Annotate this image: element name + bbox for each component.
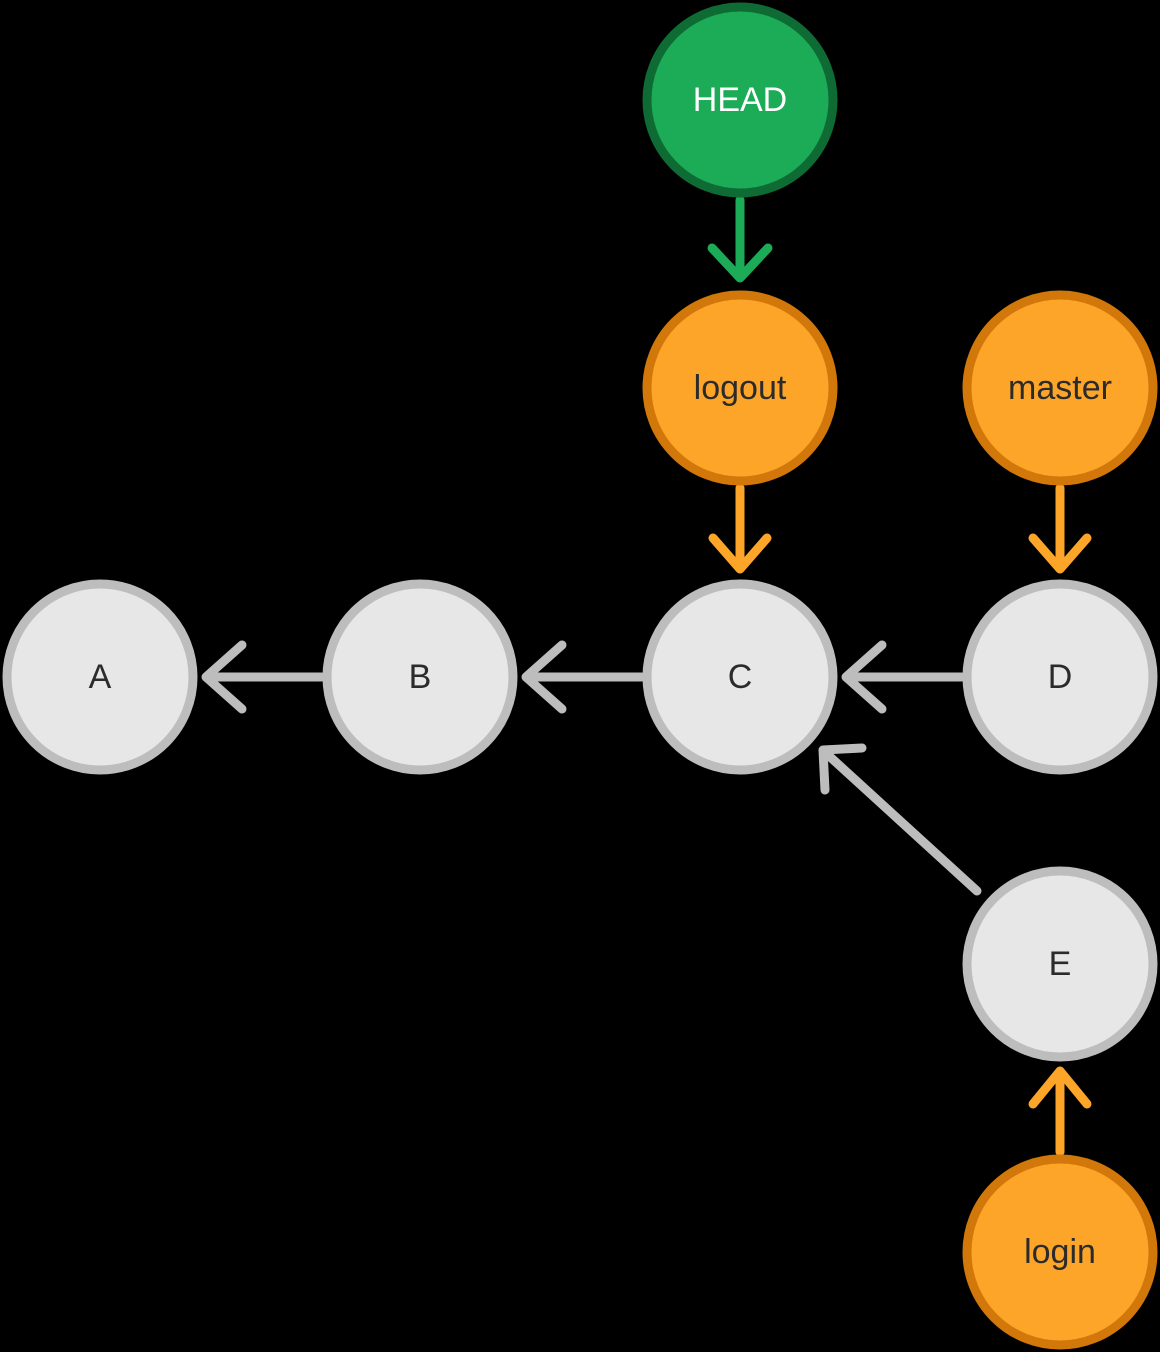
edge-e-to-c-arrowhead — [818, 743, 867, 795]
edge-layer — [201, 195, 1092, 1157]
node-e-circle[interactable] — [962, 866, 1158, 1062]
edge-head-to-logout-arrowhead — [707, 243, 773, 283]
edge-logout-to-c-arrowhead — [708, 533, 772, 574]
node-logout-circle[interactable] — [642, 290, 838, 486]
node-d-circle[interactable] — [962, 579, 1158, 775]
edge-e-to-c — [818, 743, 982, 896]
edge-d-to-c-arrowhead — [841, 640, 887, 714]
edge-c-to-b-arrowhead — [521, 640, 567, 714]
node-master-circle[interactable] — [962, 290, 1158, 486]
node-master[interactable]: master — [962, 290, 1158, 486]
edge-master-to-d-arrowhead — [1028, 533, 1092, 574]
node-c-circle[interactable] — [642, 579, 838, 775]
edge-logout-to-c — [708, 483, 772, 574]
edge-b-to-a — [201, 640, 327, 714]
edge-e-to-c-shaft — [823, 750, 982, 896]
node-e[interactable]: E — [962, 866, 1158, 1062]
node-b-circle[interactable] — [322, 579, 518, 775]
node-c[interactable]: C — [642, 579, 838, 775]
edge-c-to-b — [521, 640, 647, 714]
edge-master-to-d — [1028, 483, 1092, 574]
node-login-circle[interactable] — [962, 1154, 1158, 1350]
node-d[interactable]: D — [962, 579, 1158, 775]
node-b[interactable]: B — [322, 579, 518, 775]
node-a[interactable]: A — [2, 579, 198, 775]
node-head-circle[interactable] — [642, 2, 838, 198]
edge-login-to-e — [1028, 1066, 1092, 1157]
edge-head-to-logout — [707, 195, 773, 283]
node-logout[interactable]: logout — [642, 290, 838, 486]
node-login[interactable]: login — [962, 1154, 1158, 1350]
edge-d-to-c — [841, 640, 967, 714]
edge-b-to-a-arrowhead — [201, 640, 247, 714]
edge-login-to-e-arrowhead — [1028, 1066, 1092, 1109]
node-a-circle[interactable] — [2, 579, 198, 775]
node-head[interactable]: HEAD — [642, 2, 838, 198]
